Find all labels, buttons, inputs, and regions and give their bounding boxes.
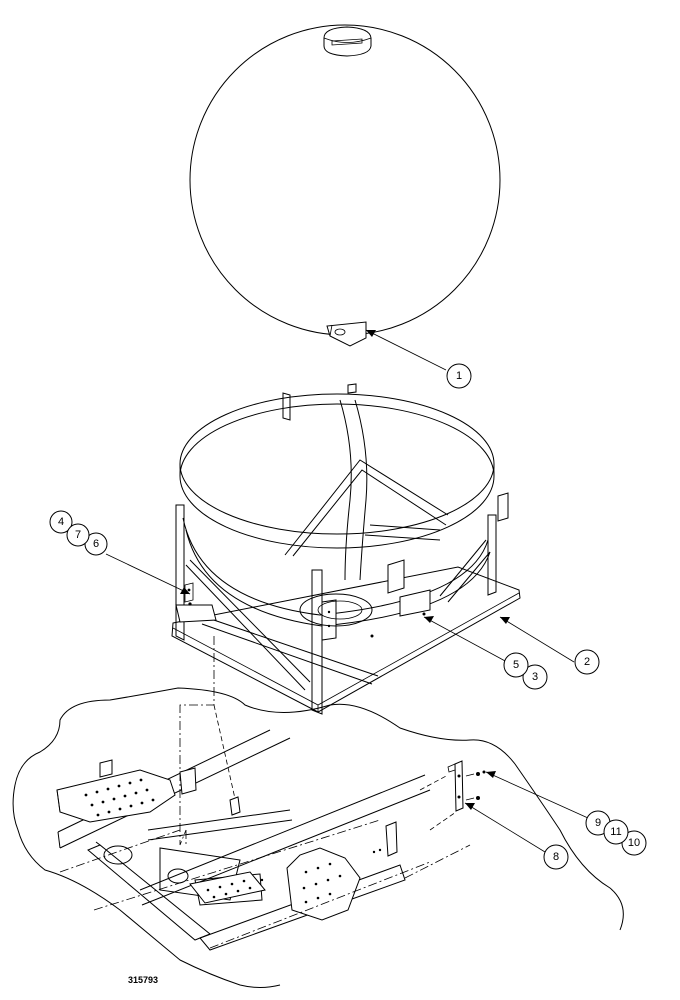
lower-step-plate <box>189 871 266 904</box>
callout-2-label: 2 <box>584 656 590 668</box>
truck-chassis <box>12 687 624 988</box>
tank-cradle-frame <box>171 383 521 715</box>
callout-10-label: 10 <box>628 837 640 849</box>
arrowhead-5 <box>424 616 434 623</box>
leader-lines <box>105 329 589 853</box>
callout-11-label: 11 <box>610 826 621 838</box>
callout-9-label: 9 <box>595 817 601 829</box>
callout-7: 7 <box>66 523 90 547</box>
callout-11: 11 <box>603 819 629 845</box>
step-plate-holes <box>84 778 155 817</box>
figure-number: 315793 <box>128 975 158 985</box>
callout-7-label: 7 <box>75 529 81 541</box>
arrowhead-2 <box>500 617 510 624</box>
callout-1-label: 1 <box>456 370 462 382</box>
spherical-tank <box>189 24 501 347</box>
perforated-step-plate <box>56 759 197 823</box>
bracket-assembly <box>419 760 486 831</box>
callout-8-label: 8 <box>553 851 559 863</box>
callout-5: 5 <box>503 652 529 678</box>
callout-8: 8 <box>543 844 569 870</box>
callout-10: 10 <box>621 830 647 856</box>
callout-4: 4 <box>49 510 73 534</box>
arrowhead-1 <box>366 330 376 337</box>
side-mounting-plate <box>286 847 361 921</box>
callout-3: 3 <box>522 664 548 690</box>
alignment-phantom-lines <box>179 636 239 846</box>
callout-3-label: 3 <box>532 671 538 683</box>
callout-6-label: 6 <box>93 538 99 550</box>
arrowhead-9 <box>486 771 496 778</box>
callout-2: 2 <box>574 649 600 675</box>
arrowhead-6 <box>180 587 190 594</box>
tank-fill-lid <box>323 26 372 57</box>
callout-5-label: 5 <box>513 659 519 671</box>
callout-4-label: 4 <box>58 516 64 528</box>
tank-outlet-sump <box>326 321 367 347</box>
bolt-hardware <box>465 770 486 801</box>
arrowhead-8 <box>465 803 475 810</box>
callout-1: 1 <box>446 363 472 389</box>
